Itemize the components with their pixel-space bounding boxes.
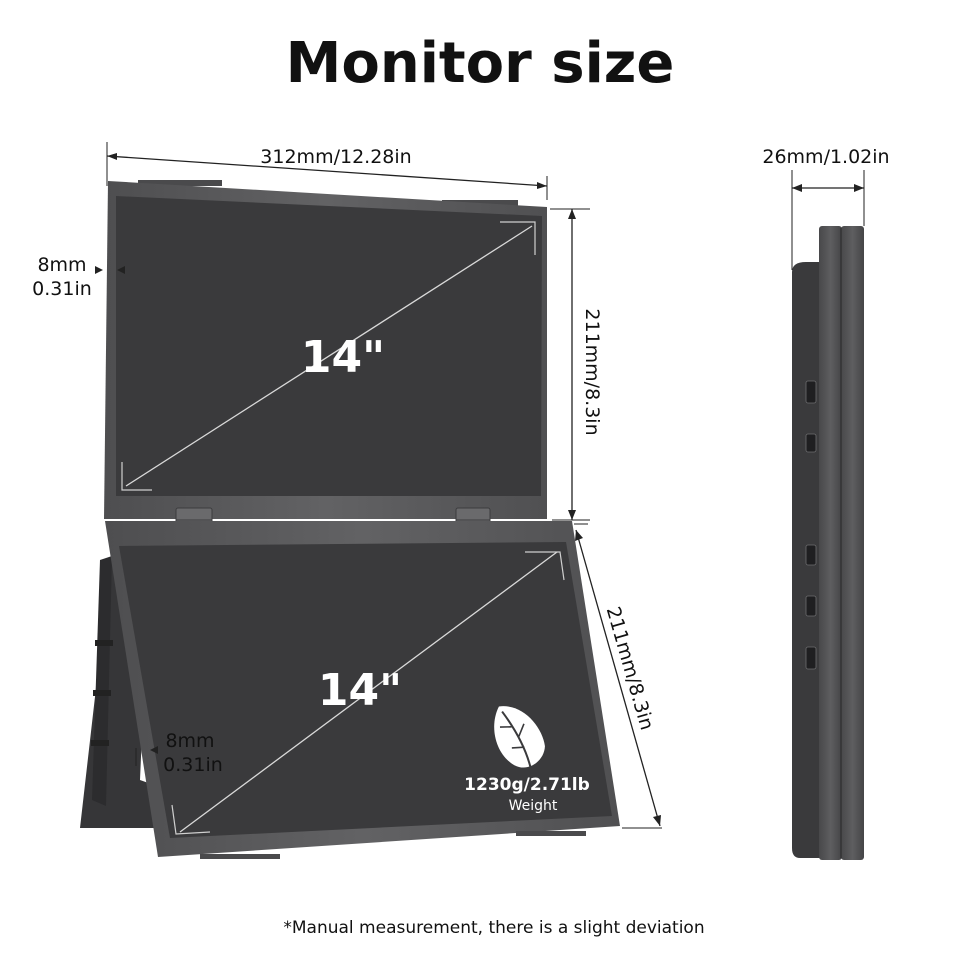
bottom-bezel-mm: 8mm	[165, 730, 214, 752]
bottom-screen-size-label: 14"	[318, 665, 402, 716]
top-bezel-mm: 8mm	[37, 254, 86, 276]
top-height-dimension: 211mm/8.3in	[550, 208, 603, 521]
top-monitor: 14"	[104, 180, 547, 519]
side-ports	[805, 380, 817, 670]
top-bezel-in: 0.31in	[32, 278, 92, 300]
weight-caption: Weight	[509, 798, 558, 814]
top-monitor-screen	[116, 196, 542, 496]
side-panel-front	[841, 226, 864, 860]
thickness-dimension: 26mm/1.02in	[762, 146, 890, 270]
footnote: *Manual measurement, there is a slight d…	[283, 918, 704, 938]
top-screen-size-label: 14"	[301, 332, 385, 383]
bottom-monitor: 14" 1230g/2.71lb Weight	[105, 521, 620, 859]
width-dimension: 312mm/12.28in	[106, 142, 548, 200]
thickness-label: 26mm/1.02in	[762, 146, 889, 168]
leaf-icon	[494, 706, 545, 770]
bottom-monitor-screen	[119, 542, 612, 838]
bottom-bezel-callout: 8mm 0.31in	[135, 730, 223, 776]
top-height-label: 211mm/8.3in	[581, 308, 603, 435]
bottom-bezel-in: 0.31in	[163, 754, 223, 776]
side-panel-back	[819, 226, 842, 860]
weight-badge: 1230g/2.71lb Weight	[464, 706, 590, 814]
bottom-height-label: 211mm/8.3in	[602, 604, 658, 732]
side-view	[792, 226, 864, 860]
page-title: Monitor size	[286, 31, 675, 96]
width-label: 312mm/12.28in	[260, 146, 411, 168]
top-bezel-callout: 8mm 0.31in	[32, 254, 125, 300]
weight-value: 1230g/2.71lb	[464, 775, 590, 795]
